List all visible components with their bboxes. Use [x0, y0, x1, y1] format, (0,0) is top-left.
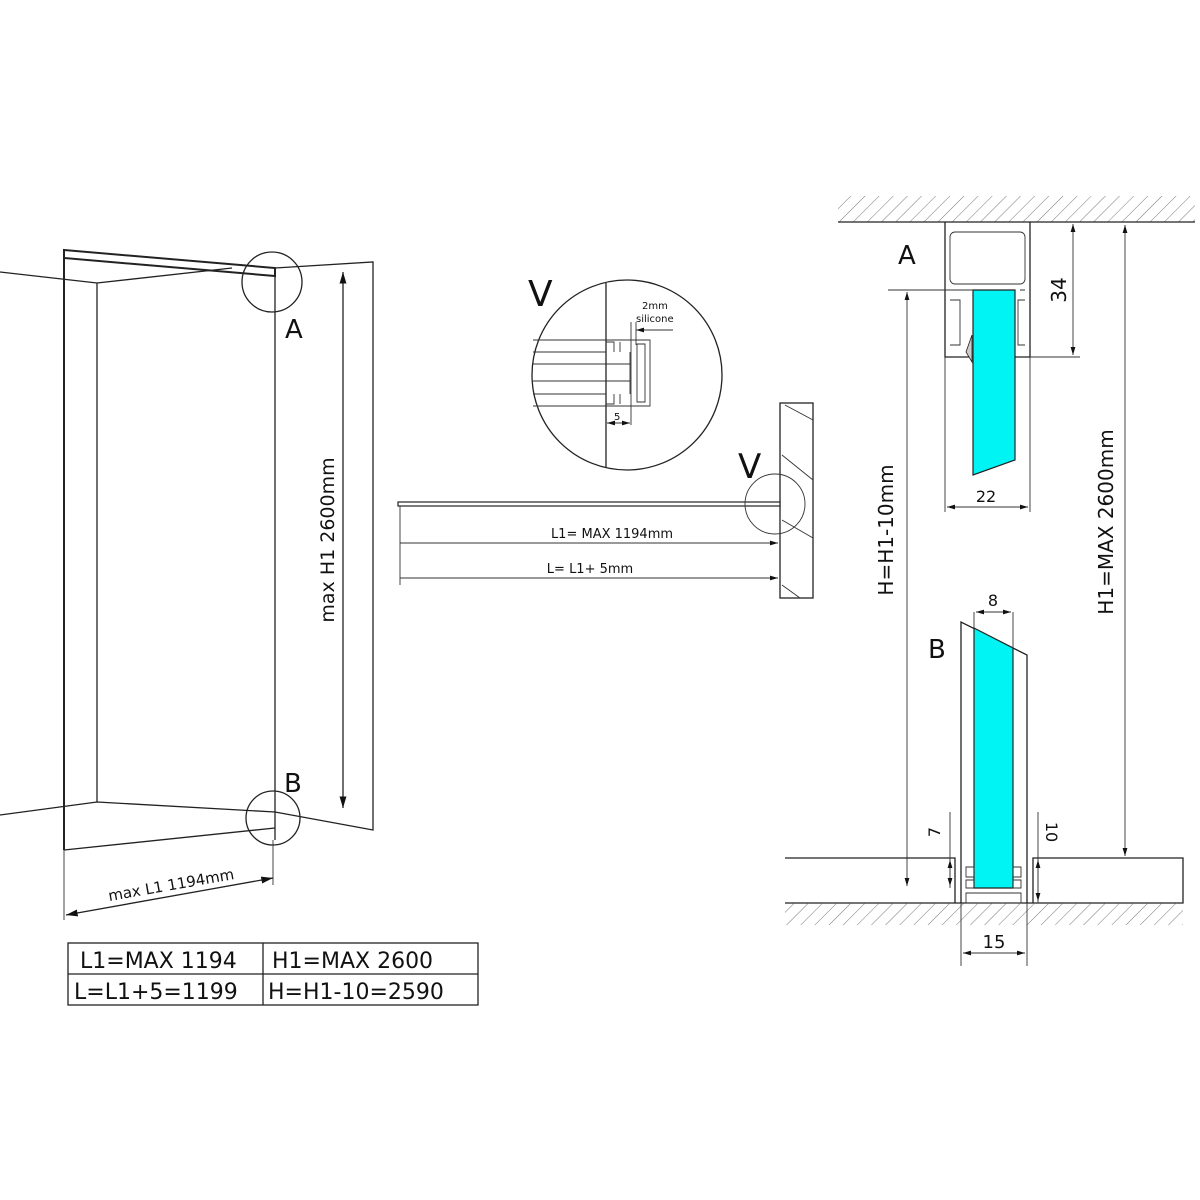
width-dimension-line — [65, 876, 274, 917]
section-label-a: A — [898, 241, 916, 271]
perspective-view: A B max H1 2600mm max L1 1194mm — [0, 248, 374, 920]
l1-dimension-text: L1= MAX 1194mm — [551, 527, 673, 542]
section-label-b: B — [928, 635, 946, 665]
gap-dimension-text: 5 — [614, 412, 620, 423]
label-b: B — [284, 769, 302, 799]
ceiling-hatch — [838, 196, 1195, 222]
table-cell: H1=MAX 2600 — [272, 949, 433, 974]
section-view: A 34 22 H=H1-10mm H1=MAX 2600mm B 8 7 10… — [785, 196, 1195, 966]
glass-bottom-edge — [63, 827, 276, 851]
silicone-note-line2: silicone — [636, 314, 674, 325]
dim-10-text: 10 — [1042, 822, 1061, 842]
side-wall-panel — [274, 261, 374, 831]
detail-label-v-small: V — [738, 447, 761, 487]
label-a: A — [285, 315, 303, 345]
h-dimension-text: H=H1-10mm — [874, 464, 898, 595]
dim-8-text: 8 — [988, 591, 998, 610]
glass-section-bottom — [973, 627, 1014, 889]
dim-7-text: 7 — [925, 827, 944, 837]
height-dimension-text: max H1 2600mm — [317, 457, 339, 622]
l-dimension-text: L= L1+ 5mm — [547, 562, 633, 577]
glass-section-top — [972, 289, 1016, 476]
dim-34-text: 34 — [1047, 277, 1071, 302]
glass-plan — [397, 501, 781, 507]
detail-label-v: V — [528, 274, 553, 315]
wall-bottom-edge — [0, 801, 276, 816]
wall-section — [779, 402, 814, 599]
detail-circle-b — [245, 790, 301, 846]
seal-gasket — [965, 334, 973, 364]
table-cell: L=L1+5=1199 — [74, 980, 238, 1005]
floor-hatch — [785, 903, 1183, 925]
plan-view: V 2mm silicone 5 V L1= MAX 1194mm L= L1+… — [397, 274, 814, 599]
dimension-table: L1=MAX 1194 H1=MAX 2600 L=L1+5=1199 H=H1… — [67, 942, 479, 1006]
table-cell: H=H1-10=2590 — [268, 980, 444, 1005]
table-cell: L1=MAX 1194 — [80, 949, 237, 974]
detail-circle-v — [531, 279, 723, 471]
dim-15-text: 15 — [983, 932, 1006, 953]
detail-circle-v-small — [744, 473, 806, 535]
detail-circle-a — [241, 251, 303, 313]
h1-dimension-text: H1=MAX 2600mm — [1094, 429, 1118, 614]
width-dimension-text: max L1 1194mm — [107, 865, 236, 905]
silicone-note-line1: 2mm — [642, 301, 668, 312]
dim-22-text: 22 — [976, 487, 996, 506]
